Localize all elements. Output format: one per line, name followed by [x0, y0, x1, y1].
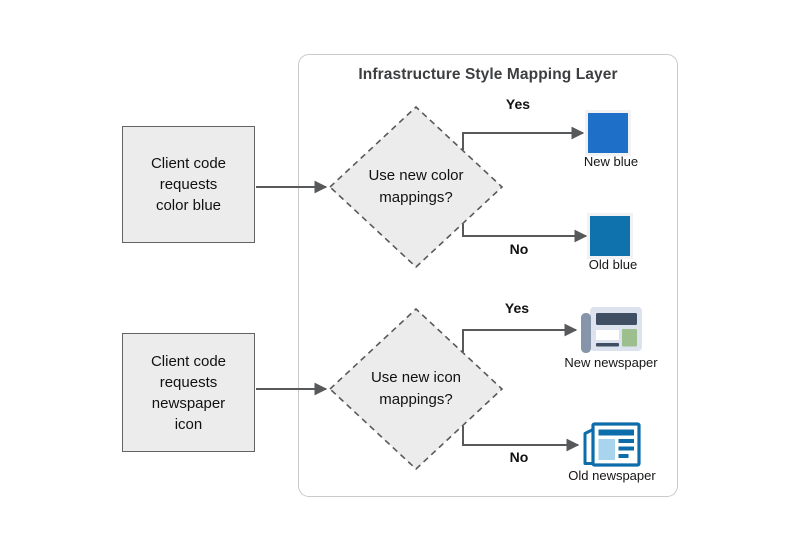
connector-group: [256, 126, 588, 452]
decision2-question: Use new icon mappings?: [370, 369, 462, 408]
old-blue-caption: Old blue: [588, 257, 638, 272]
decision-diamond-color: [328, 105, 504, 269]
old-newspaper-icon: [583, 422, 641, 467]
panel-title: Infrastructure Style Mapping Layer: [358, 66, 618, 83]
old-newspaper-text-line-3: [618, 454, 629, 458]
newspaper-spine: [581, 313, 591, 353]
decision1-question: Use new color mappings?: [368, 167, 464, 206]
source-box-color-request: Client code requests color blue: [122, 126, 255, 243]
decision-diamond-icon: [328, 307, 504, 471]
new-blue-swatch-icon: [585, 110, 631, 156]
old-newspaper-text-line-2: [618, 446, 634, 451]
new-newspaper-caption: New newspaper: [564, 355, 658, 370]
arrow-decision2-yes: [462, 323, 578, 352]
decision1-yes-label: Yes: [505, 96, 531, 112]
new-blue-caption: New blue: [583, 154, 639, 169]
newspaper-text-line: [596, 343, 619, 347]
source-box-newspaper-request: Client code requests newspaper icon: [122, 333, 255, 452]
arrow-decision1-no: [462, 224, 588, 243]
arrow-decision1-yes: [462, 126, 585, 150]
new-newspaper-icon: [581, 307, 642, 353]
decision1-no-label: No: [509, 241, 529, 257]
newspaper-image-block: [622, 329, 637, 347]
old-blue-swatch-icon: [587, 213, 633, 259]
decision2-yes-label: Yes: [504, 300, 530, 316]
decision2-no-label: No: [509, 449, 529, 465]
arrow-decision2-no: [462, 426, 580, 452]
newspaper-headline-bar: [596, 313, 637, 325]
old-newspaper-image-block: [598, 439, 615, 460]
old-newspaper-headline-bar: [598, 429, 634, 436]
old-newspaper-caption: Old newspaper: [568, 468, 656, 483]
newspaper-article-block: [596, 330, 619, 340]
old-newspaper-text-line-1: [618, 439, 634, 443]
